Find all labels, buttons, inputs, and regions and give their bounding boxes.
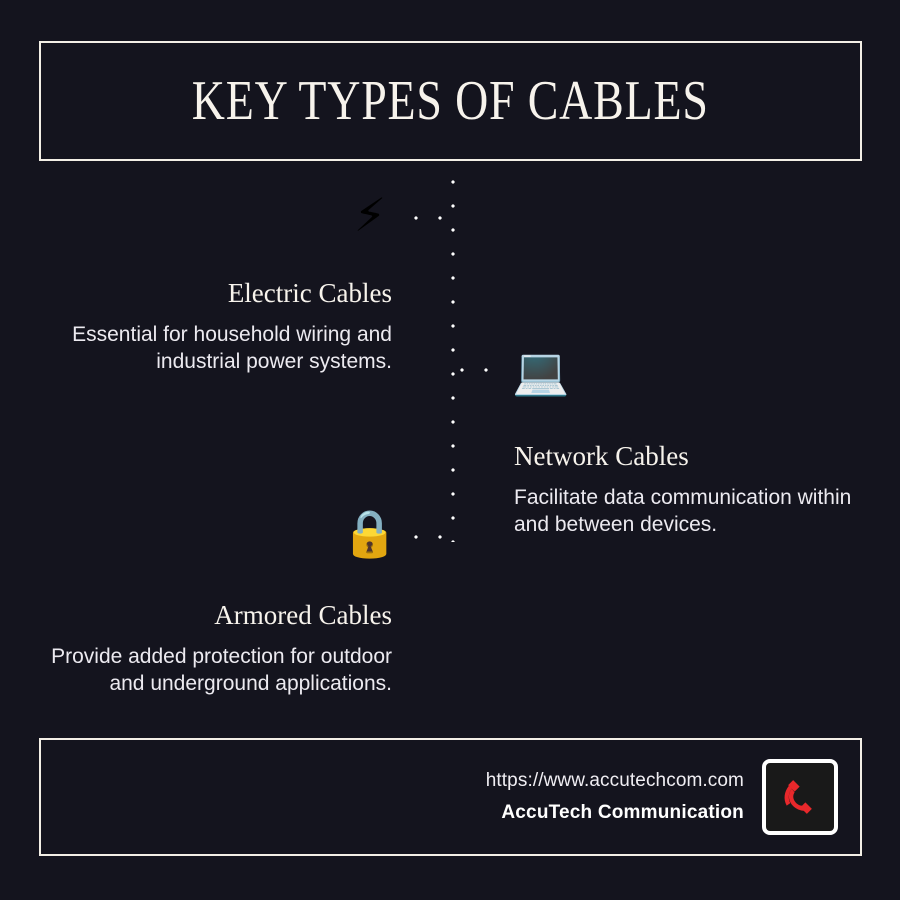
footer-text-group: https://www.accutechcom.com AccuTech Com… [486,770,744,824]
dotted-branch-network [450,367,502,373]
footer-banner: https://www.accutechcom.com AccuTech Com… [39,738,862,856]
title-banner: KEY TYPES OF CABLES [39,41,862,161]
section-armored-cables: Armored Cables Provide added protection … [36,600,392,698]
footer-content: https://www.accutechcom.com AccuTech Com… [486,759,838,835]
section-title-electric: Electric Cables [227,278,392,308]
phone-badge [762,759,838,835]
dotted-branch-electric [404,215,454,221]
company-name: AccuTech Communication [501,802,744,823]
section-description-network: Facilitate data communication within and… [514,486,852,537]
section-network-cables: Network Cables Facilitate data communica… [514,441,854,539]
high-voltage-icon: ⚡ [353,188,387,242]
section-title-armored: Armored Cables [214,600,392,630]
section-description-electric: Essential for household wiring and indus… [72,323,392,374]
website-url[interactable]: https://www.accutechcom.com [485,770,744,791]
dotted-connector-spine [450,170,456,542]
section-title-network: Network Cables [514,441,689,471]
section-electric-cables: Electric Cables Essential for household … [40,278,392,376]
lock-icon: 🔒 [341,506,399,560]
telephone-receiver-icon [777,774,823,820]
dotted-branch-armored [404,534,454,540]
section-description-armored: Provide added protection for outdoor and… [51,645,392,696]
laptop-icon: 💻 [512,344,570,398]
page-title: KEY TYPES OF CABLES [192,70,709,132]
